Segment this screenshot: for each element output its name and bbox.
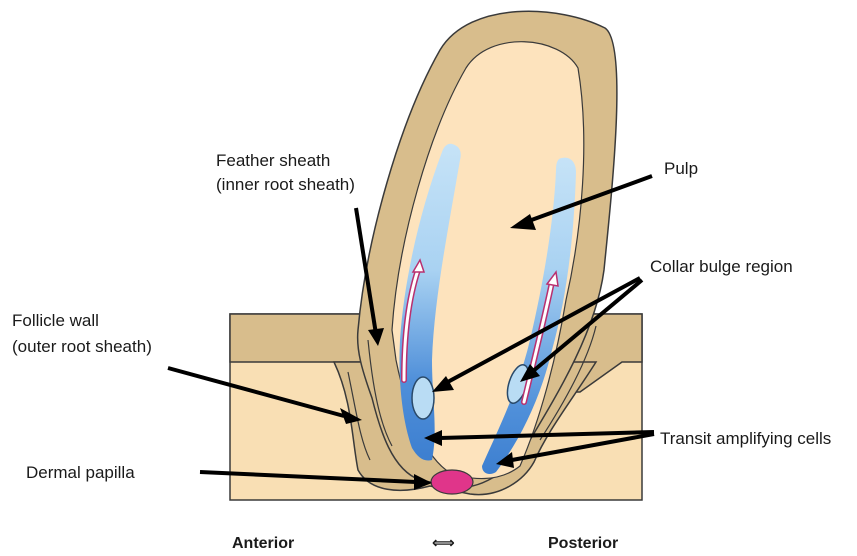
axis-label-anterior: Anterior [232, 535, 294, 552]
axis-arrow: ⟺ [432, 535, 455, 552]
label-dermal-papilla: Dermal papilla [26, 463, 135, 482]
label-follicle-wall-line1: Follicle wall [12, 311, 99, 330]
dermal-papilla-shape [431, 470, 473, 494]
axis-label-posterior: Posterior [548, 535, 618, 552]
label-feather-sheath-line2: (inner root sheath) [216, 175, 355, 194]
label-transit-amplifying: Transit amplifying cells [660, 429, 831, 448]
label-collar-bulge: Collar bulge region [650, 257, 793, 276]
label-feather-sheath-line1: Feather sheath [216, 151, 330, 170]
label-follicle-wall-line2: (outer root sheath) [12, 337, 152, 356]
collar-bulge-anterior [412, 377, 434, 419]
label-pulp: Pulp [664, 159, 698, 178]
